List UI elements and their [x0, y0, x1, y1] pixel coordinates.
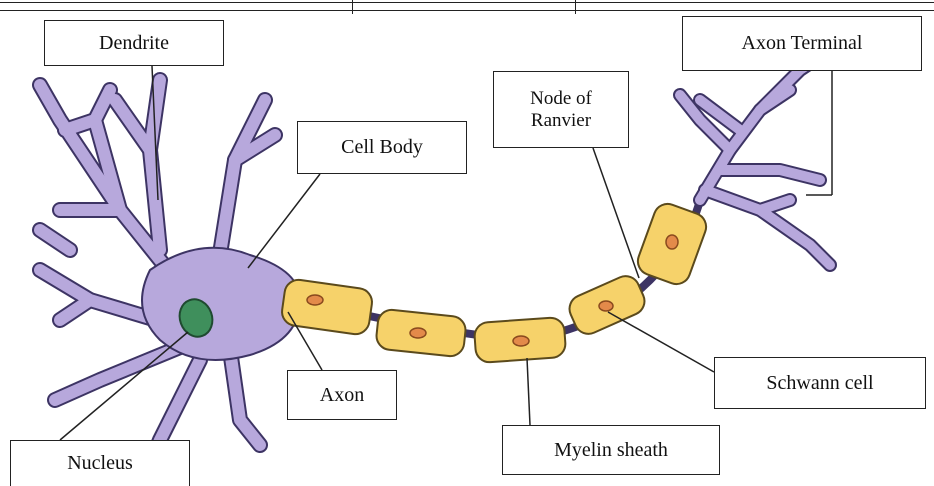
myelin-segment [280, 278, 374, 336]
leader-schwann [608, 312, 714, 372]
leader-node [593, 148, 639, 278]
leader-cell-body [248, 174, 320, 268]
label-schwann-cell: Schwann cell [714, 357, 926, 409]
cell-body [142, 248, 300, 360]
label-dendrite: Dendrite [44, 20, 224, 66]
label-axon: Axon [287, 370, 397, 420]
label-nucleus: Nucleus [10, 440, 190, 486]
label-node-of-ranvier: Node of Ranvier [493, 71, 629, 148]
label-myelin-sheath: Myelin sheath [502, 425, 720, 475]
leader-myelin [527, 358, 530, 425]
label-axon-terminal: Axon Terminal [682, 16, 922, 71]
label-cell-body: Cell Body [297, 121, 467, 174]
